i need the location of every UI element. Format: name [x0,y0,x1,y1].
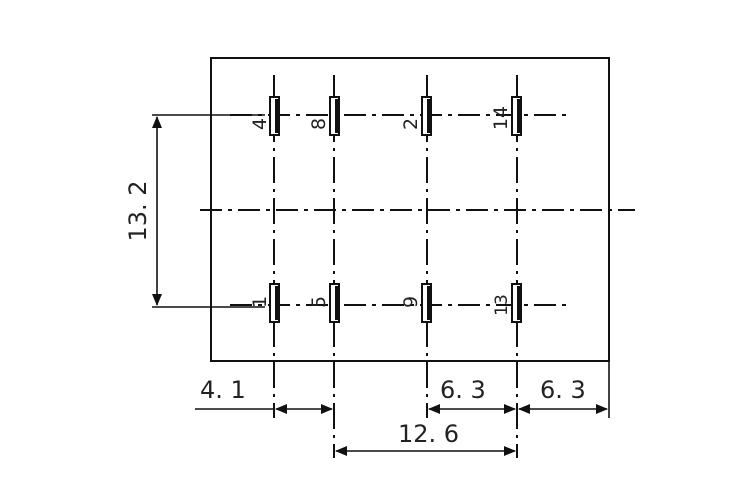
pitch-a-label: 6. 3 [440,376,486,404]
pin-label-bottom-3: 9 [400,296,422,308]
pin-top-4 [511,96,522,136]
pin-label-top-1: 4 [249,118,271,130]
pin-label-bottom-2: 5 [308,296,330,308]
pin-bottom-2 [329,283,340,323]
span-label: 12. 6 [398,420,459,448]
pin-bottom-1 [269,283,280,323]
pin-top-3 [421,96,432,136]
pin-label-top-2: 8 [308,118,330,130]
pin-label-bottom-4: 13 [492,294,512,316]
pin-top-1 [269,96,280,136]
pin-bottom-4 [511,283,522,323]
pin-label-bottom-1: 1 [249,296,271,308]
pin-label-top-4: 14 [490,106,512,130]
left-offset-label: 4. 1 [200,376,246,404]
pitch-b-label: 6. 3 [540,376,586,404]
pin-bottom-3 [421,283,432,323]
height-dimension-label: 13. 2 [124,180,152,241]
pin-top-2 [329,96,340,136]
pin-label-top-3: 2 [400,118,422,130]
